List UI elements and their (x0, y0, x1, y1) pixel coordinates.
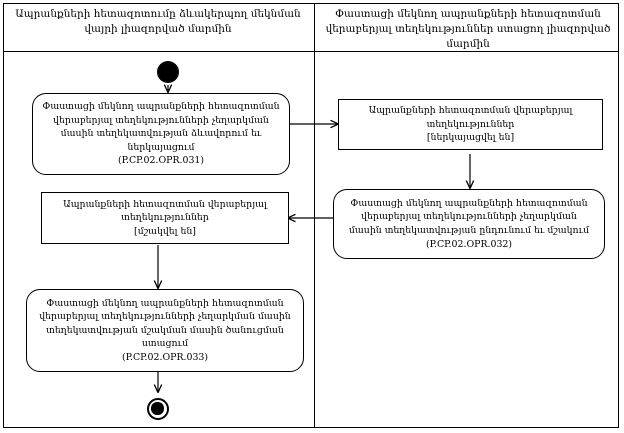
action-033-line2: վերաբերյալ տեղեկությունների չեղարկման մա… (39, 311, 291, 323)
swimlane-title-right: Փաստացի մեկնող ապրանքների հետազոտման վեր… (320, 7, 616, 52)
action-032-code: (P.CP.02.OPR.032) (425, 238, 513, 250)
swimlane-title-left-line2: լիազորված մարմին (121, 23, 232, 35)
object-node-info-processed[interactable]: Ապրանքների հետազոտման վերաբերյալ տեղեկու… (41, 192, 289, 244)
action-031-code: (P.CP.02.OPR.031) (117, 155, 205, 167)
action-031-line4: ներկայացում (127, 141, 195, 153)
swimlane-divider (314, 3, 315, 428)
object-node-info-presented[interactable]: Ապրանքների հետազոտման վերաբերյալ տեղեկու… (338, 99, 603, 150)
final-node (147, 398, 169, 420)
action-032-line3: մասին տեղեկատվության ընդունում եւ մշակու… (348, 225, 590, 236)
action-032-line2: վերաբերյալ տեղեկությունների չեղարկման (361, 211, 577, 223)
swimlane-title-left-line1: Ապրանքների հետազոտումը ձևակերպող մեկնման… (15, 8, 301, 35)
swimlane-header-rule (3, 51, 619, 52)
action-node-opr-031[interactable]: Փաստացի մեկնող ապրանքների հետազոտման վեր… (32, 93, 290, 175)
swimlane-title-right-line2: տեղեկություններ ստացող լիազորված մարմին (395, 23, 611, 50)
swimlane-title-left: Ապրանքների հետազոտումը ձևակերպող մեկնման… (8, 7, 308, 37)
action-033-line4: ստացում (141, 338, 189, 350)
object-presented-line2: տեղեկություններ (426, 118, 515, 130)
object-processed-line1: Ապրանքների հետազոտման վերաբերյալ (63, 198, 267, 210)
action-033-line1: Փաստացի մեկնող ապրանքների հետազոտման (46, 297, 284, 309)
action-033-code: (P.CP.02.OPR.033) (121, 351, 209, 363)
initial-node (157, 61, 179, 83)
object-processed-state: [մշակվել են] (134, 225, 196, 237)
action-031-line3: մասին տեղեկատվության ձևավորում եւ (60, 128, 262, 140)
action-032-line1: Փաստացի մեկնող ապրանքների հետազոտման (350, 197, 588, 209)
action-031-line1: Փաստացի մեկնող ապրանքների հետազոտման (42, 101, 280, 113)
action-node-opr-033[interactable]: Փաստացի մեկնող ապրանքների հետազոտման վեր… (26, 289, 304, 372)
action-031-line2: վերաբերյալ տեղեկությունների չեղարկման (53, 114, 269, 126)
action-node-opr-032[interactable]: Փաստացի մեկնող ապրանքների հետազոտման վեր… (333, 189, 605, 259)
object-presented-state: [ներկայացվել են] (426, 132, 515, 144)
action-033-line3: տեղեկատվության մշակման մասին ծանուցման (46, 324, 284, 336)
swimlane-title-right-line1: Փաստացի մեկնող ապրանքների հետազոտման վեր… (325, 8, 601, 35)
diagram-frame (3, 3, 619, 428)
object-processed-line2: տեղեկություններ (121, 212, 209, 224)
object-presented-line1: Ապրանքների հետազոտման վերաբերյալ (368, 105, 573, 117)
